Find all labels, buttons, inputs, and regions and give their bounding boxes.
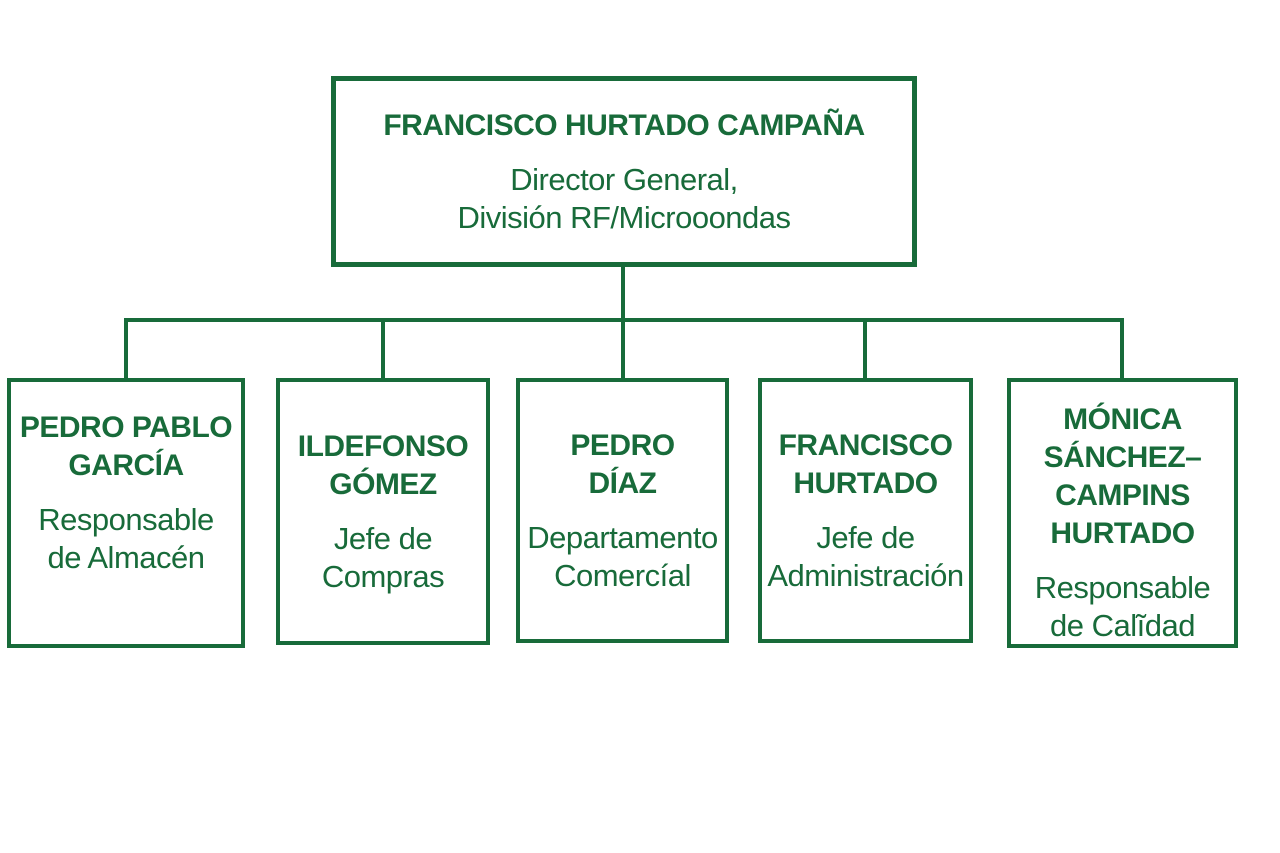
- node-title-line: División RF/Microoondas: [457, 199, 791, 235]
- node-title-line: Compras: [321, 558, 445, 594]
- node-title-line: Jefe de: [816, 519, 915, 555]
- node-title: Departamento Comercíal: [527, 519, 718, 595]
- node-title: Director General, División RF/Microoonda…: [457, 161, 791, 237]
- node-name-line: FRANCISCO: [778, 428, 953, 462]
- node-name: FRANCISCO HURTADO: [779, 427, 953, 503]
- node-title-line: Administración: [767, 557, 964, 593]
- connector-stub-3: [621, 318, 625, 380]
- node-title-line: de Almacén: [47, 540, 206, 575]
- node-name-line: GÓMEZ: [329, 467, 437, 501]
- org-node-sanchez-campins: MÓNICA SÁNCHEZ– CAMPINS HURTADO Responsa…: [1007, 378, 1238, 648]
- org-node-root: FRANCISCO HURTADO CAMPAÑA Director Gener…: [331, 76, 917, 267]
- node-name-line: FRANCISCO HURTADO CAMPAÑA: [383, 108, 865, 142]
- org-node-hurtado: FRANCISCO HURTADO Jefe de Administración: [758, 378, 973, 643]
- node-title: Jefe de Administración: [767, 519, 964, 595]
- node-name-line: MÓNICA: [1063, 403, 1182, 436]
- node-title-line: Comercíal: [554, 557, 691, 593]
- org-node-diaz: PEDRO DÍAZ Departamento Comercíal: [516, 378, 729, 643]
- node-title-line: de Calĩdad: [1050, 608, 1195, 643]
- node-name-line: PEDRO: [570, 428, 675, 462]
- node-title-line: Responsable: [38, 502, 214, 537]
- node-name: PEDRO DÍAZ: [570, 427, 675, 503]
- node-title-line: Responsable: [1034, 570, 1211, 605]
- node-name-line: GARCÍA: [68, 449, 184, 482]
- node-name: PEDRO PABLO GARCÍA: [19, 409, 233, 485]
- node-title: Responsable de Almacén: [38, 501, 214, 577]
- connector-stub-2: [381, 318, 385, 380]
- node-title-line: Director General,: [510, 161, 738, 197]
- node-name: MÓNICA SÁNCHEZ– CAMPINS HURTADO: [1044, 401, 1202, 553]
- node-title: Responsable de Calĩdad: [1034, 569, 1211, 645]
- node-name-line: SÁNCHEZ–: [1043, 441, 1202, 474]
- node-title: Jefe de Compras: [321, 520, 445, 596]
- node-name-line: HURTADO: [1050, 517, 1195, 550]
- node-name-line: ILDEFONSO: [297, 429, 469, 463]
- node-name-line: HURTADO: [793, 466, 938, 500]
- node-name-line: PEDRO PABLO: [19, 411, 233, 444]
- connector-stub-1: [124, 318, 128, 380]
- node-title-line: Departamento: [527, 519, 718, 555]
- connector-root-vertical: [621, 267, 625, 322]
- org-node-garcia: PEDRO PABLO GARCÍA Responsable de Almacé…: [7, 378, 245, 648]
- org-node-gomez: ILDEFONSO GÓMEZ Jefe de Compras: [276, 378, 490, 645]
- node-name: ILDEFONSO GÓMEZ: [298, 428, 469, 504]
- connector-stub-5: [1120, 318, 1124, 380]
- connector-stub-4: [863, 318, 867, 380]
- node-name: FRANCISCO HURTADO CAMPAÑA: [383, 107, 865, 145]
- node-title-line: Jefe de: [333, 520, 433, 556]
- node-name-line: DÍAZ: [588, 466, 658, 500]
- node-name-line: CAMPINS: [1055, 479, 1190, 512]
